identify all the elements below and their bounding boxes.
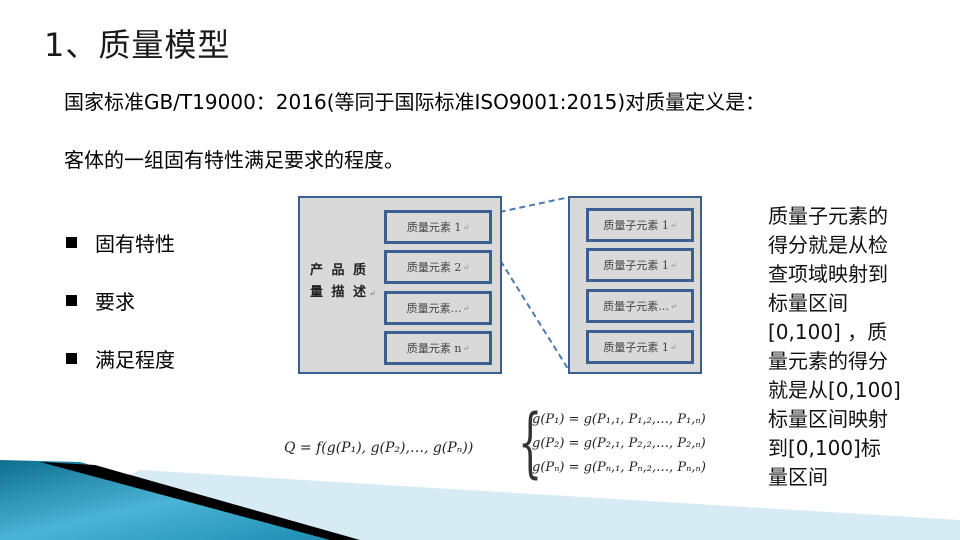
quality-element-box: 质量元素…↵: [384, 291, 492, 325]
bullet-item: 固有特性: [66, 228, 175, 286]
equation-line: g(Pₙ) = g(Pₙ,₁, Pₙ,₂,…, Pₙ,ₙ): [532, 460, 706, 475]
quality-sub-element: 质量子元素 1↵: [586, 248, 694, 282]
bullet-item: 满足程度: [66, 344, 175, 402]
quality-sub-element: 质量子元素 1↵: [586, 208, 694, 242]
quality-element-box: 质量元素 n↵: [384, 331, 492, 365]
quality-sub-element: 质量子元素…↵: [586, 289, 694, 323]
left-brace: {: [518, 397, 543, 486]
square-bullet-icon: [66, 295, 77, 306]
quality-element-box: 质量元素 2↵: [384, 250, 492, 284]
quality-element-box: 质量元素 1↵: [384, 210, 492, 244]
definition-source: 国家标准GB/T19000：2016(等同于国际标准ISO9001:2015)对…: [64, 90, 766, 114]
definition-text: 客体的一组固有特性满足要求的程度。: [64, 148, 404, 172]
product-quality-box: 产 品 质 量 描 述↵ 质量元素 1↵ 质量元素 2↵ 质量元素…↵ 质量元素…: [298, 196, 502, 374]
product-quality-description: 产 品 质 量 描 述↵: [310, 263, 378, 300]
quality-sub-element: 质量子元素 1↵: [586, 330, 694, 364]
quality-formula: Q = f(g(P₁), g(P₂),…, g(Pₙ)): [284, 440, 474, 456]
equation-line: g(P₁) = g(P₁,₁, P₁,₂,…, P₁,ₙ): [532, 412, 706, 427]
bullet-list: 固有特性 要求 满足程度: [66, 228, 175, 402]
side-explanation: 质量子元素的 得分就是从检 查项域映射到 标量区间 [0,100] ，质 量元素…: [768, 204, 901, 489]
quality-sub-element-box: 质量子元素 1↵ 质量子元素 1↵ 质量子元素…↵ 质量子元素 1↵: [568, 196, 702, 374]
square-bullet-icon: [66, 353, 77, 364]
slide-title: 1、质量模型: [44, 26, 231, 64]
square-bullet-icon: [66, 237, 77, 248]
bullet-item: 要求: [66, 286, 175, 344]
equation-line: g(P₂) = g(P₂,₁, P₂,₂,…, P₂,ₙ): [532, 436, 706, 451]
